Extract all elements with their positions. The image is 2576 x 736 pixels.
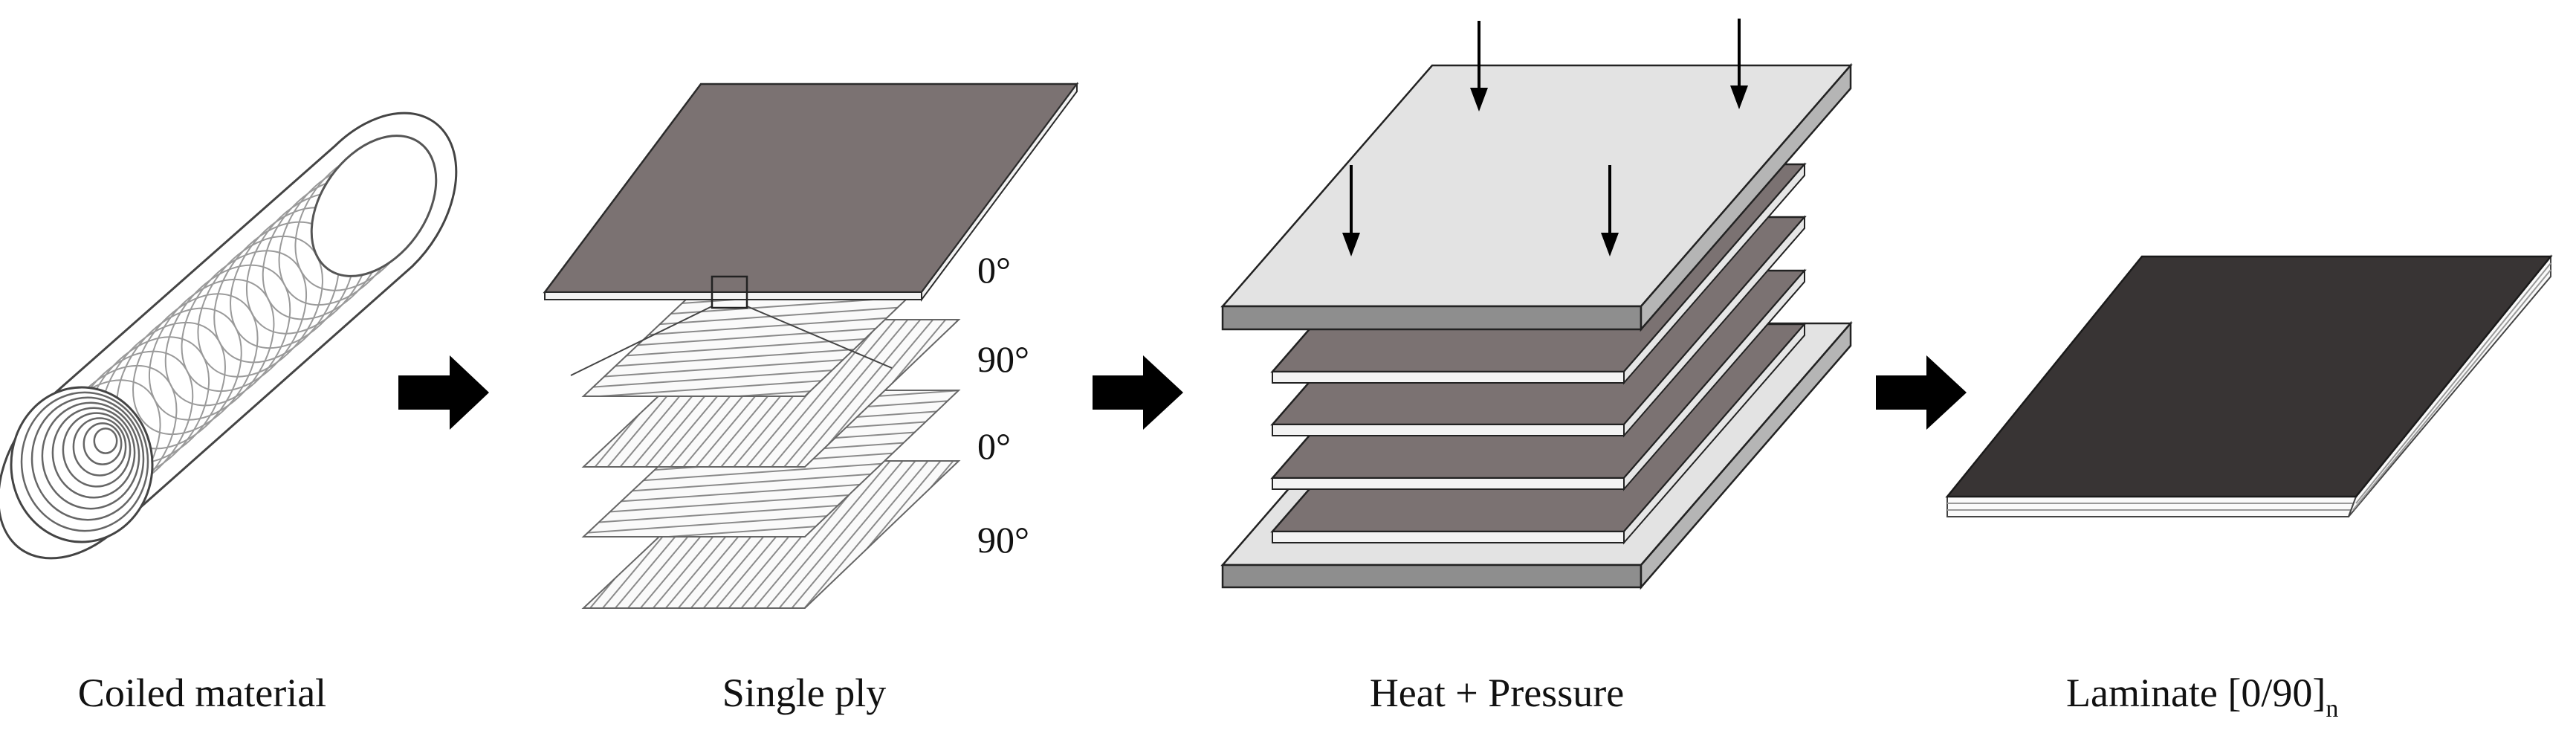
coil-layer-ring — [30, 396, 145, 521]
coil-winding-ring — [132, 293, 259, 436]
coil-winding-ring — [181, 250, 308, 393]
coil-winding-ring — [164, 264, 291, 407]
coil-layer-ring — [82, 422, 123, 465]
caption-laminate: Laminate [0/90]n — [2066, 671, 2338, 723]
press-arrow-icon — [1601, 165, 1619, 256]
caption-laminate-main: Laminate [0/90] — [2066, 671, 2326, 715]
zoom-box — [711, 275, 748, 309]
process-arrow-icon — [1876, 355, 1967, 430]
process-arrow-icon — [1093, 355, 1183, 430]
laminate-panel — [1945, 254, 2553, 517]
caption-coiled-material: Coiled material — [78, 671, 326, 715]
caption-heat-pressure: Heat + Pressure — [1370, 671, 1624, 715]
press-arrow-icon — [1470, 21, 1488, 112]
press-arrow-icon — [1730, 19, 1748, 109]
coil-winding-ring — [148, 278, 275, 421]
angle-label-3: 0° — [977, 425, 1011, 467]
press-arrow-icon — [1342, 165, 1360, 256]
coil-layer-ring — [51, 407, 136, 499]
caption-single-ply: Single ply — [722, 671, 887, 715]
angle-label-4: 90° — [977, 519, 1029, 561]
coil-layer-ring — [20, 391, 149, 532]
process-arrow-icon — [398, 355, 489, 430]
caption-laminate-sub: n — [2326, 695, 2338, 723]
coil-layer-ring — [62, 412, 132, 488]
top-platen — [1220, 62, 1853, 332]
coil-winding-ring — [197, 235, 323, 378]
coil-layer-ring — [93, 427, 118, 454]
coiled-material — [0, 112, 458, 560]
coil-layer-ring — [41, 401, 140, 510]
angle-label-1: 0° — [977, 249, 1011, 291]
press-assembly — [1220, 19, 1853, 590]
coil-layer-ring — [72, 417, 127, 477]
angle-label-2: 90° — [977, 338, 1029, 380]
single-ply-stack — [543, 81, 1079, 609]
